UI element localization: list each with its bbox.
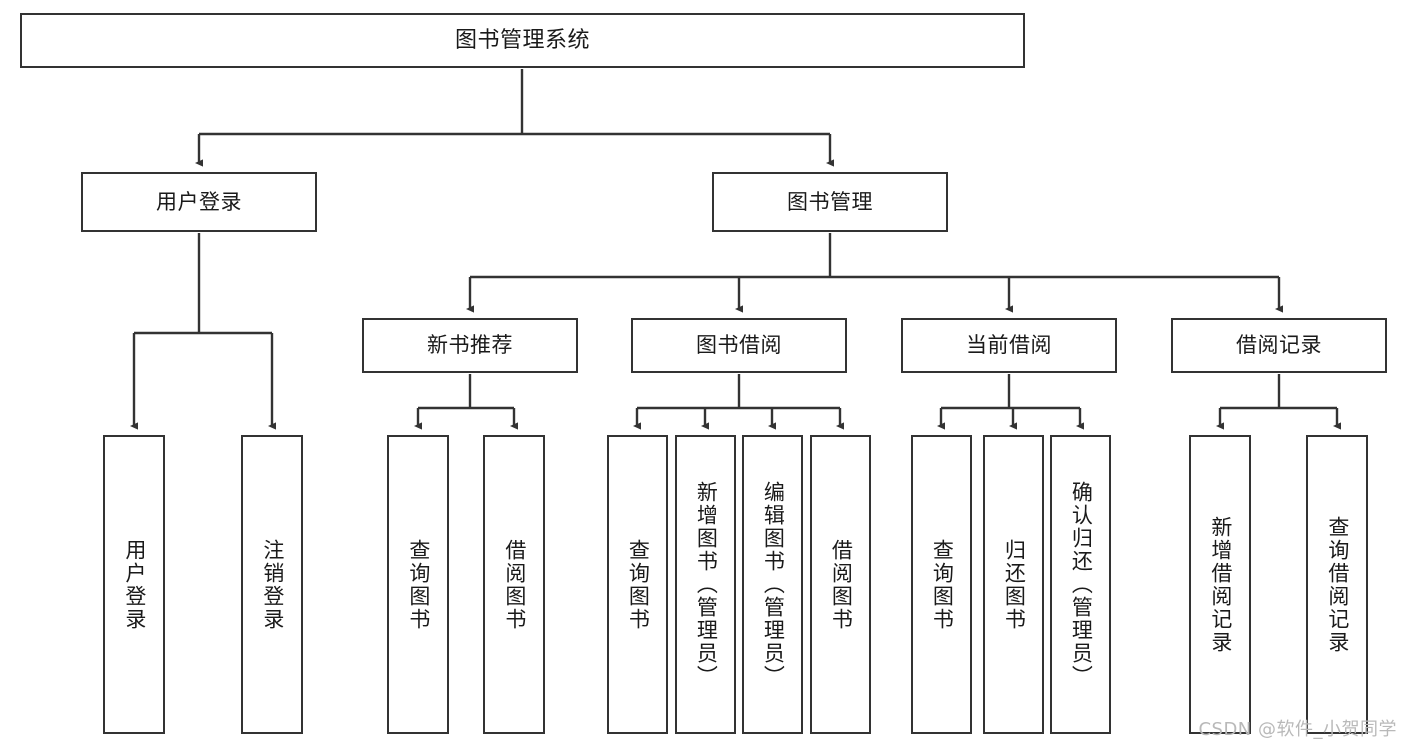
leaf-query-books-recommendation[interactable]: 查询图书 xyxy=(387,435,449,734)
leaf-borrow-books-recommendation[interactable]: 借阅图书 xyxy=(483,435,545,734)
node-label: 图书管理 xyxy=(787,189,873,214)
leaf-query-books-borrowing[interactable]: 查询图书 xyxy=(607,435,668,734)
node-label: 借阅图书 xyxy=(829,538,854,631)
leaf-add-book-admin[interactable]: 新增图书（管理员） xyxy=(675,435,736,734)
node-label: 用户登录 xyxy=(156,189,242,214)
node-label: 查询图书 xyxy=(626,538,651,631)
node-label: 新增图书（管理员） xyxy=(694,481,719,688)
leaf-query-books-current[interactable]: 查询图书 xyxy=(911,435,972,734)
leaf-logout[interactable]: 注销登录 xyxy=(241,435,303,734)
leaf-borrow-books[interactable]: 借阅图书 xyxy=(810,435,871,734)
leaf-return-books[interactable]: 归还图书 xyxy=(983,435,1044,734)
node-book-management[interactable]: 图书管理 xyxy=(712,172,948,232)
node-label: 图书借阅 xyxy=(696,333,782,358)
leaf-add-borrowing-record[interactable]: 新增借阅记录 xyxy=(1189,435,1251,734)
node-label: 编辑图书（管理员） xyxy=(761,481,786,688)
node-borrowing-records[interactable]: 借阅记录 xyxy=(1171,318,1387,373)
leaf-query-borrowing-record[interactable]: 查询借阅记录 xyxy=(1306,435,1368,734)
node-label: 图书管理系统 xyxy=(454,27,590,53)
node-label: 借阅图书 xyxy=(502,538,527,631)
node-label: 当前借阅 xyxy=(966,333,1052,358)
node-label: 归还图书 xyxy=(1002,538,1027,631)
node-label: 借阅记录 xyxy=(1236,333,1322,358)
node-label: 查询图书 xyxy=(406,538,431,631)
leaf-confirm-return-admin[interactable]: 确认归还（管理员） xyxy=(1050,435,1111,734)
node-label: 注销登录 xyxy=(260,538,285,631)
node-label: 新书推荐 xyxy=(427,333,513,358)
leaf-edit-book-admin[interactable]: 编辑图书（管理员） xyxy=(742,435,803,734)
node-current-borrowing[interactable]: 当前借阅 xyxy=(901,318,1117,373)
node-user-login[interactable]: 用户登录 xyxy=(81,172,317,232)
csdn-watermark: CSDN @软件_小贺同学 xyxy=(1198,719,1397,740)
node-label: 查询借阅记录 xyxy=(1325,515,1350,654)
node-label: 确认归还（管理员） xyxy=(1069,481,1094,688)
node-label: 新增借阅记录 xyxy=(1208,515,1233,654)
node-root-book-management-system[interactable]: 图书管理系统 xyxy=(20,13,1025,68)
node-label: 查询图书 xyxy=(930,538,955,631)
node-new-book-recommendation[interactable]: 新书推荐 xyxy=(362,318,578,373)
node-book-borrowing[interactable]: 图书借阅 xyxy=(631,318,847,373)
leaf-user-login[interactable]: 用户登录 xyxy=(103,435,165,734)
node-label: 用户登录 xyxy=(122,538,147,631)
